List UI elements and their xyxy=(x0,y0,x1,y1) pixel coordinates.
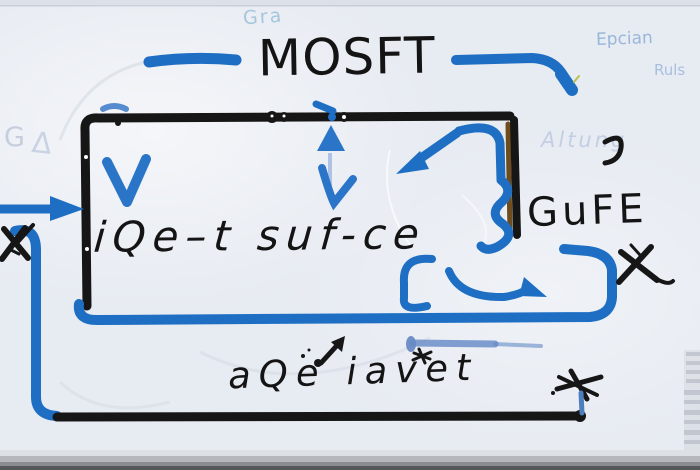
board-bottom-tray xyxy=(0,450,700,470)
left-blue-feedback-line xyxy=(10,225,62,421)
asterisk-mark-right xyxy=(551,368,604,416)
brown-stripe xyxy=(505,121,513,236)
x-mark-left xyxy=(0,223,35,262)
faint-note-ruls: Ruls xyxy=(654,61,686,79)
left-input-arrow xyxy=(0,196,84,221)
x-mark-right xyxy=(616,243,675,285)
faint-note-g: G xyxy=(4,122,25,153)
title-right-arrow xyxy=(451,52,580,96)
blue-pin-stroke xyxy=(406,336,543,352)
hook-arrow xyxy=(396,123,506,185)
gate-brace xyxy=(476,175,514,254)
body-rectangle xyxy=(80,111,521,311)
blue-bottom-loop-line xyxy=(73,244,617,326)
curved-flow-arrow xyxy=(399,254,547,312)
center-vertical-arrow xyxy=(317,125,357,211)
check-mark xyxy=(102,154,151,207)
barcode-stripes xyxy=(684,352,700,444)
bottom-black-line xyxy=(52,410,586,422)
title-left-dash xyxy=(143,52,242,68)
small-up-arrow xyxy=(301,336,345,367)
j-hook-mark xyxy=(602,135,624,166)
box-inner-label: iQe–t suf-ce xyxy=(92,209,428,262)
curl-stroke xyxy=(399,254,436,312)
blue-tick xyxy=(578,390,585,416)
bottom-label: aQe iavet xyxy=(227,345,480,398)
small-asterisk xyxy=(411,347,433,365)
gate-label: GuFE xyxy=(526,185,649,237)
border-smudges xyxy=(84,100,349,251)
title-mosft: MOSFT xyxy=(257,26,437,88)
